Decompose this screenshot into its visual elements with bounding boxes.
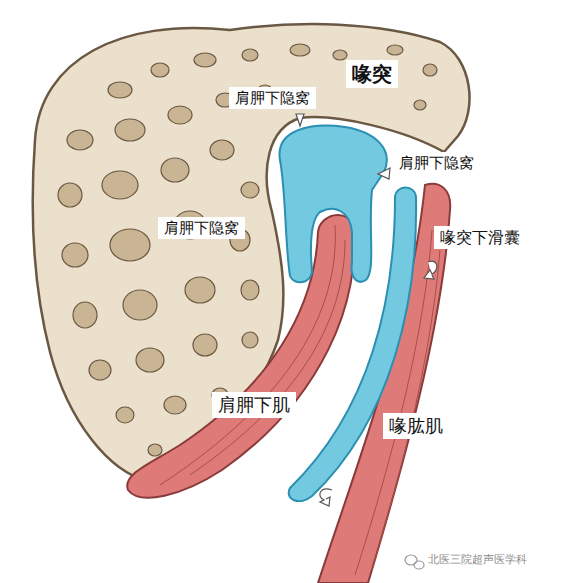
subscapular-recess (280, 126, 387, 283)
recess-label: 肩胛下隐窝 (393, 152, 480, 174)
bursa-label: 喙突下滑囊 (434, 226, 526, 249)
muscle-label: 喙肱肌 (383, 413, 449, 439)
recess-label: 肩胛下隐窝 (229, 87, 316, 109)
muscle-label: 肩胛下肌 (212, 392, 296, 418)
recess-label: 肩胛下隐窝 (158, 217, 245, 239)
subcoracoid-bursa (289, 188, 416, 502)
watermark: 北医三院超声医学科 (428, 553, 527, 566)
bone-label: 喙突 (346, 60, 398, 88)
watermark-icon (405, 555, 424, 569)
muscle-fibers (160, 225, 345, 485)
